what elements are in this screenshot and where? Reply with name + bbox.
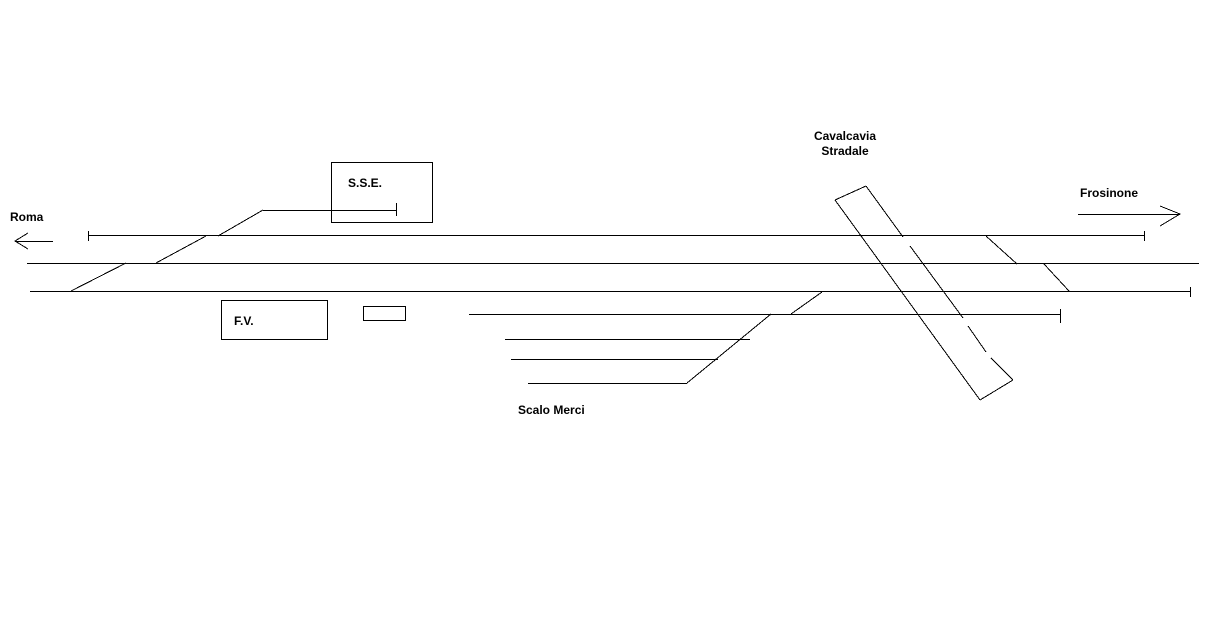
cavalcavia-line1: Cavalcavia [813,129,877,143]
fv-building [221,300,328,340]
freight-yard-ladder [686,313,772,384]
sse-building [331,162,433,223]
fv-label: F.V. [234,314,254,328]
frosinone-arrow-head [1159,205,1182,227]
roma-label: Roma [10,210,44,224]
lower-siding-switch [790,291,823,315]
overpass-edge-right-1 [865,185,904,238]
overpass-bottom [979,379,1014,401]
crossover-east-1 [985,235,1018,265]
scalo-merci-label: Scalo Merci [518,403,585,417]
overpass-edge-right-3 [967,325,987,353]
crossover-west-2 [70,262,127,292]
cavalcavia-label: Cavalcavia Stradale [796,129,894,159]
roma-arrow-head [14,232,29,250]
sse-spur-switch [217,209,264,237]
small-building [363,306,406,321]
crossover-west-1 [155,235,207,264]
overpass-edge-right-2 [909,245,964,319]
overpass-top [834,185,867,201]
cavalcavia-line2: Stradale [821,144,869,158]
crossover-east-2 [1043,263,1070,292]
overpass-edge-right-4 [990,357,1014,381]
sse-label: S.S.E. [348,176,383,190]
frosinone-label: Frosinone [1080,186,1139,200]
overpass-edge-left [834,199,981,401]
